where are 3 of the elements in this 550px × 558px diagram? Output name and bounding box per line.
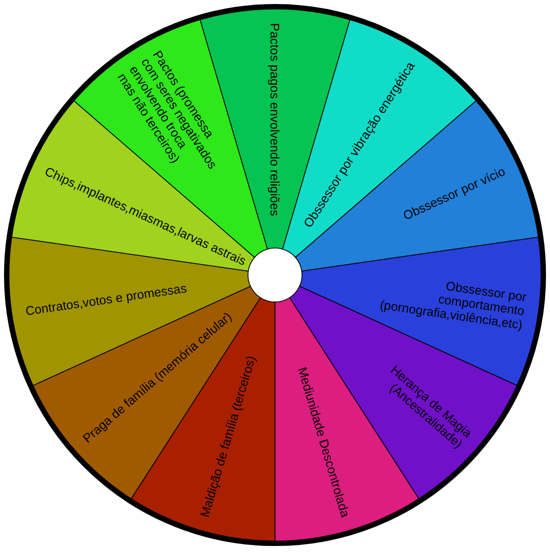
- segment-label: Pactos pagos envolvendo religiões: [268, 23, 282, 216]
- wheel-segment: [282, 19, 476, 258]
- segment-label: Contratos,votos e promessas: [24, 281, 188, 318]
